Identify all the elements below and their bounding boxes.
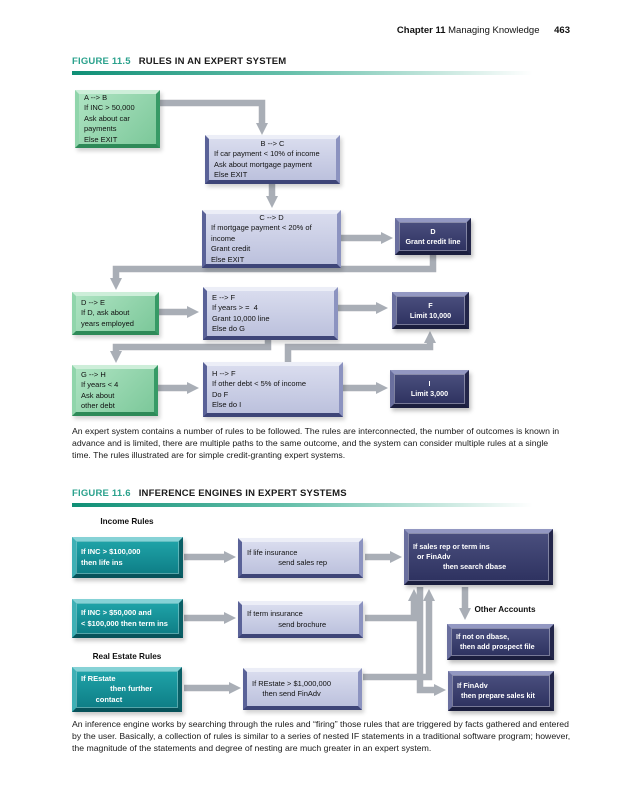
figure-11-6-caption: An inference engine works by searching t… xyxy=(72,719,571,754)
figure-11-6-rule xyxy=(72,503,557,507)
figure-11-6-title: FIGURE 11.6 INFERENCE ENGINES IN EXPERT S… xyxy=(72,488,557,499)
figure-11-5-rule xyxy=(72,71,557,75)
chapter-label: Chapter 11 xyxy=(396,25,446,36)
rule-box-ef: E --> F If years > = 4 Grant 10,000 line… xyxy=(203,287,338,340)
rule-box-inc1: If INC > $100,000 then life ins xyxy=(72,537,183,578)
rule-box-f: F Limit 10,000 xyxy=(392,292,469,329)
rule-box-gh: G --> H If years < 4 Ask about other deb… xyxy=(72,365,158,416)
rule-box-b-title: B --> C xyxy=(260,138,285,148)
rule-box-restate: If REstate then further contact xyxy=(72,667,182,712)
rule-box-dbase-text: If not on dbase, then add prospect file xyxy=(456,632,535,651)
rule-box-de: D --> E If D, ask about years employed xyxy=(72,292,159,335)
rule-box-life-text: If life insurance send sales rep xyxy=(247,547,328,567)
rule-box-b: B --> C If car payment < 10% of income A… xyxy=(205,135,340,184)
rule-box-term-text: If term insurance send brochure xyxy=(247,609,327,629)
figure-11-5-caption: An expert system contains a number of ru… xyxy=(72,426,560,461)
figure-11-6-header: FIGURE 11.6 INFERENCE ENGINES IN EXPERT S… xyxy=(72,488,557,507)
rule-box-f-text: F Limit 10,000 xyxy=(409,300,452,320)
rule-box-search-text: If sales rep or term ins or FinAdv then … xyxy=(413,542,507,571)
figure-11-6-label: FIGURE 11.6 xyxy=(72,488,131,499)
rule-box-c: C --> D If mortgage payment < 20% of inc… xyxy=(202,210,341,268)
rule-box-hf: H --> F If other debt < 5% of income Do … xyxy=(203,362,343,417)
rule-box-saleskit-text: If FinAdv then prepare sales kit xyxy=(457,681,535,700)
rule-box-restate-text: If REstate then further contact xyxy=(81,673,153,704)
page-number: 463 xyxy=(554,25,570,36)
rule-box-inc2: If INC > $50,000 and < $100,000 then ter… xyxy=(72,599,183,638)
figure-11-6-title-text: INFERENCE ENGINES IN EXPERT SYSTEMS xyxy=(138,488,347,499)
figure-11-5-label: FIGURE 11.5 xyxy=(72,56,131,67)
page-header: Chapter 11 Managing Knowledge 463 xyxy=(397,25,570,36)
rule-box-de-text: D --> E If D, ask about years employed xyxy=(81,297,134,328)
rule-box-i: I Limit 3,000 xyxy=(390,370,469,408)
real-estate-rules-heading: Real Estate Rules xyxy=(92,652,162,661)
rule-box-life: If life insurance send sales rep xyxy=(238,538,363,578)
rule-box-d-text: D Grant credit line xyxy=(405,226,461,246)
rule-box-term: If term insurance send brochure xyxy=(238,601,363,638)
rule-box-i-text: I Limit 3,000 xyxy=(410,379,449,398)
rule-box-b-body: If car payment < 10% of income Ask about… xyxy=(214,149,320,179)
rule-box-c-title: C --> D xyxy=(259,213,284,223)
rule-box-finadv-text: If REstate > $1,000,000 then send FinAdv xyxy=(252,678,332,698)
figure-11-5-title: FIGURE 11.5 RULES IN AN EXPERT SYSTEM xyxy=(72,56,557,67)
rule-box-hf-text: H --> F If other debt < 5% of income Do … xyxy=(212,368,307,409)
rule-box-dbase: If not on dbase, then add prospect file xyxy=(447,624,554,660)
rule-box-d: D Grant credit line xyxy=(395,218,471,255)
rule-box-a: A --> B If INC > 50,000 Ask about car pa… xyxy=(75,90,160,148)
rule-box-ef-text: E --> F If years > = 4 Grant 10,000 line… xyxy=(212,292,270,333)
rule-box-search: If sales rep or term ins or FinAdv then … xyxy=(404,529,553,585)
rule-box-inc1-text: If INC > $100,000 then life ins xyxy=(81,547,141,567)
income-rules-heading: Income Rules xyxy=(100,517,154,526)
rule-box-gh-text: G --> H If years < 4 Ask about other deb… xyxy=(81,369,119,410)
rule-box-a-text: A --> B If INC > 50,000 Ask about car pa… xyxy=(84,93,135,144)
other-accounts-heading: Other Accounts xyxy=(474,605,536,614)
chapter-title: Managing Knowledge xyxy=(448,25,540,36)
rule-box-finadv: If REstate > $1,000,000 then send FinAdv xyxy=(243,668,362,710)
figure-11-5-header: FIGURE 11.5 RULES IN AN EXPERT SYSTEM xyxy=(72,56,557,75)
rule-box-saleskit: If FinAdv then prepare sales kit xyxy=(448,671,554,711)
rule-box-c-body: If mortgage payment < 20% of income Gran… xyxy=(211,223,312,264)
figure-11-5-title-text: RULES IN AN EXPERT SYSTEM xyxy=(138,56,287,67)
rule-box-inc2-text: If INC > $50,000 and < $100,000 then ter… xyxy=(81,608,168,628)
